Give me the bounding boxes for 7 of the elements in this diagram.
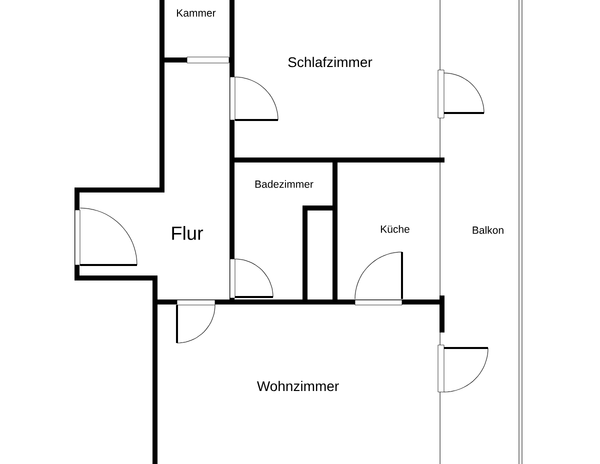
- room-label: Balkon: [472, 226, 504, 234]
- room-label: Flur: [172, 226, 204, 240]
- room-label: Schlafzimmer: [288, 56, 372, 68]
- room-label: Wohnzimmer: [256, 380, 339, 392]
- room-label: Küche: [380, 225, 410, 233]
- room-label: Badezimmer: [255, 180, 314, 188]
- room-label: Kammer: [177, 9, 216, 17]
